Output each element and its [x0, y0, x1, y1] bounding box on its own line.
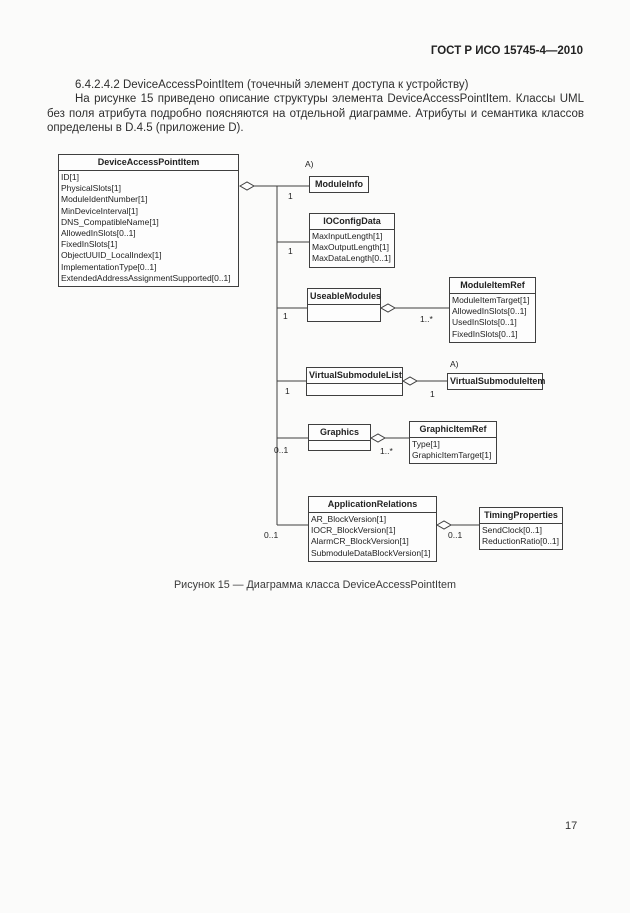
uml-attribute: PhysicalSlots[1]: [61, 183, 121, 194]
uml-attribute: ImplementationType[0..1]: [61, 261, 157, 272]
uml-attribute: AlarmCR_BlockVersion[1]: [311, 536, 409, 547]
section-heading: 6.4.2.4.2 DeviceAccessPointItem (точечны…: [75, 79, 469, 91]
uml-class-title: ApplicationRelations: [309, 497, 436, 513]
uml-attribute: ReductionRatio[0..1]: [482, 536, 560, 547]
uml-class-title: DeviceAccessPointItem: [59, 155, 238, 171]
footnote-marker: А): [305, 159, 314, 169]
multiplicity-label: 1: [288, 246, 293, 256]
multiplicity-label: 0..1: [264, 530, 279, 540]
uml-attribute: UsedInSlots[0..1]: [452, 317, 517, 328]
uml-attribute: SubmoduleDataBlockVersion[1]: [311, 547, 431, 558]
multiplicity-label: 0..1: [274, 445, 289, 455]
uml-class-title: TimingProperties: [480, 508, 562, 524]
uml-attribute: FixedInSlots[1]: [61, 239, 118, 250]
document-header: ГОСТ Р ИСО 15745-4—2010: [430, 45, 583, 57]
uml-class-title: VirtualSubmoduleItem: [450, 376, 546, 386]
uml-class-virtualsubmodulelist: VirtualSubmoduleList: [306, 367, 403, 396]
uml-attribute: SendClock[0..1]: [482, 525, 543, 535]
uml-attribute: ObjectUUID_LocalIndex[1]: [61, 250, 162, 261]
uml-empty-compartment: [308, 305, 380, 321]
uml-attribute: MaxOutputLength[1]: [312, 242, 390, 253]
uml-attribute-list: SendClock[0..1]ReductionRatio[0..1]: [480, 524, 562, 549]
aggregation-diamond-icon: [435, 520, 453, 530]
uml-class-moduleinfo: ModuleInfo: [309, 176, 369, 193]
uml-attribute-list: MaxInputLength[1]MaxOutputLength[1]MaxDa…: [310, 230, 394, 267]
uml-attribute-list: AR_BlockVersion[1]IOCR_BlockVersion[1]Al…: [309, 513, 436, 561]
uml-class-title: ModuleItemRef: [450, 278, 535, 294]
uml-attribute: FixedInSlots[0..1]: [452, 328, 518, 339]
uml-attribute: ModuleItemTarget[1]: [452, 295, 530, 305]
uml-attribute: AR_BlockVersion[1]: [311, 514, 387, 524]
uml-attribute: GraphicItemTarget[1]: [412, 450, 492, 461]
uml-empty-compartment: [307, 384, 402, 395]
uml-attribute: ModuleIdentNumber[1]: [61, 194, 148, 205]
aggregation-diamond-icon: [238, 181, 256, 191]
aggregation-diamond-icon: [369, 433, 387, 443]
uml-class-virtualsubmoduleitem: VirtualSubmoduleItem: [447, 373, 546, 390]
uml-attribute: ID[1]: [61, 172, 79, 182]
uml-attribute: MaxInputLength[1]: [312, 231, 383, 241]
uml-class-useablemodules: UseableModules: [307, 288, 381, 322]
uml-attribute: DNS_CompatibleName[1]: [61, 216, 159, 227]
uml-attribute: AllowedInSlots[0..1]: [452, 306, 527, 317]
multiplicity-label: 1: [288, 191, 293, 201]
uml-attribute: IOCR_BlockVersion[1]: [311, 525, 396, 536]
footnote-marker: А): [450, 359, 459, 369]
uml-attribute-list: ModuleItemTarget[1]AllowedInSlots[0..1]U…: [450, 294, 535, 342]
uml-class-title: IOConfigData: [310, 214, 394, 230]
section-paragraph: На рисунке 15 приведено описание структу…: [47, 93, 584, 135]
uml-attribute-list: Type[1]GraphicItemTarget[1]: [410, 438, 496, 463]
uml-attribute: MaxDataLength[0..1]: [312, 253, 391, 264]
aggregation-diamond-icon: [401, 376, 419, 386]
uml-attribute: ExtendedAddressAssignmentSupported[0..1]: [61, 272, 231, 283]
uml-attribute: AllowedInSlots[0..1]: [61, 228, 136, 239]
uml-class-graphics: Graphics: [308, 424, 371, 451]
figure-caption: Рисунок 15 — Диаграмма класса DeviceAcce…: [173, 579, 457, 591]
multiplicity-label: 0..1: [448, 530, 463, 540]
uml-attribute: MinDeviceInterval[1]: [61, 205, 139, 216]
uml-class-title: GraphicItemRef: [410, 422, 496, 438]
uml-empty-compartment: [309, 441, 370, 450]
multiplicity-label: 1..*: [420, 314, 433, 324]
multiplicity-label: 1: [430, 389, 435, 399]
uml-class-title: Graphics: [309, 425, 370, 441]
aggregation-diamond-icon: [379, 303, 397, 313]
multiplicity-label: 1: [283, 311, 288, 321]
page-number: 17: [565, 820, 578, 832]
multiplicity-label: 1..*: [380, 446, 393, 456]
uml-class-title: UseableModules: [308, 289, 381, 305]
uml-attribute-list: ID[1]PhysicalSlots[1]ModuleIdentNumber[1…: [59, 171, 238, 286]
body-text-block: 6.4.2.4.2 DeviceAccessPointItem (точечны…: [47, 78, 584, 136]
uml-attribute: Type[1]: [412, 439, 440, 449]
multiplicity-label: 1: [285, 386, 290, 396]
uml-class-title: VirtualSubmoduleList: [307, 368, 402, 384]
uml-class-title: ModuleInfo: [315, 179, 363, 189]
